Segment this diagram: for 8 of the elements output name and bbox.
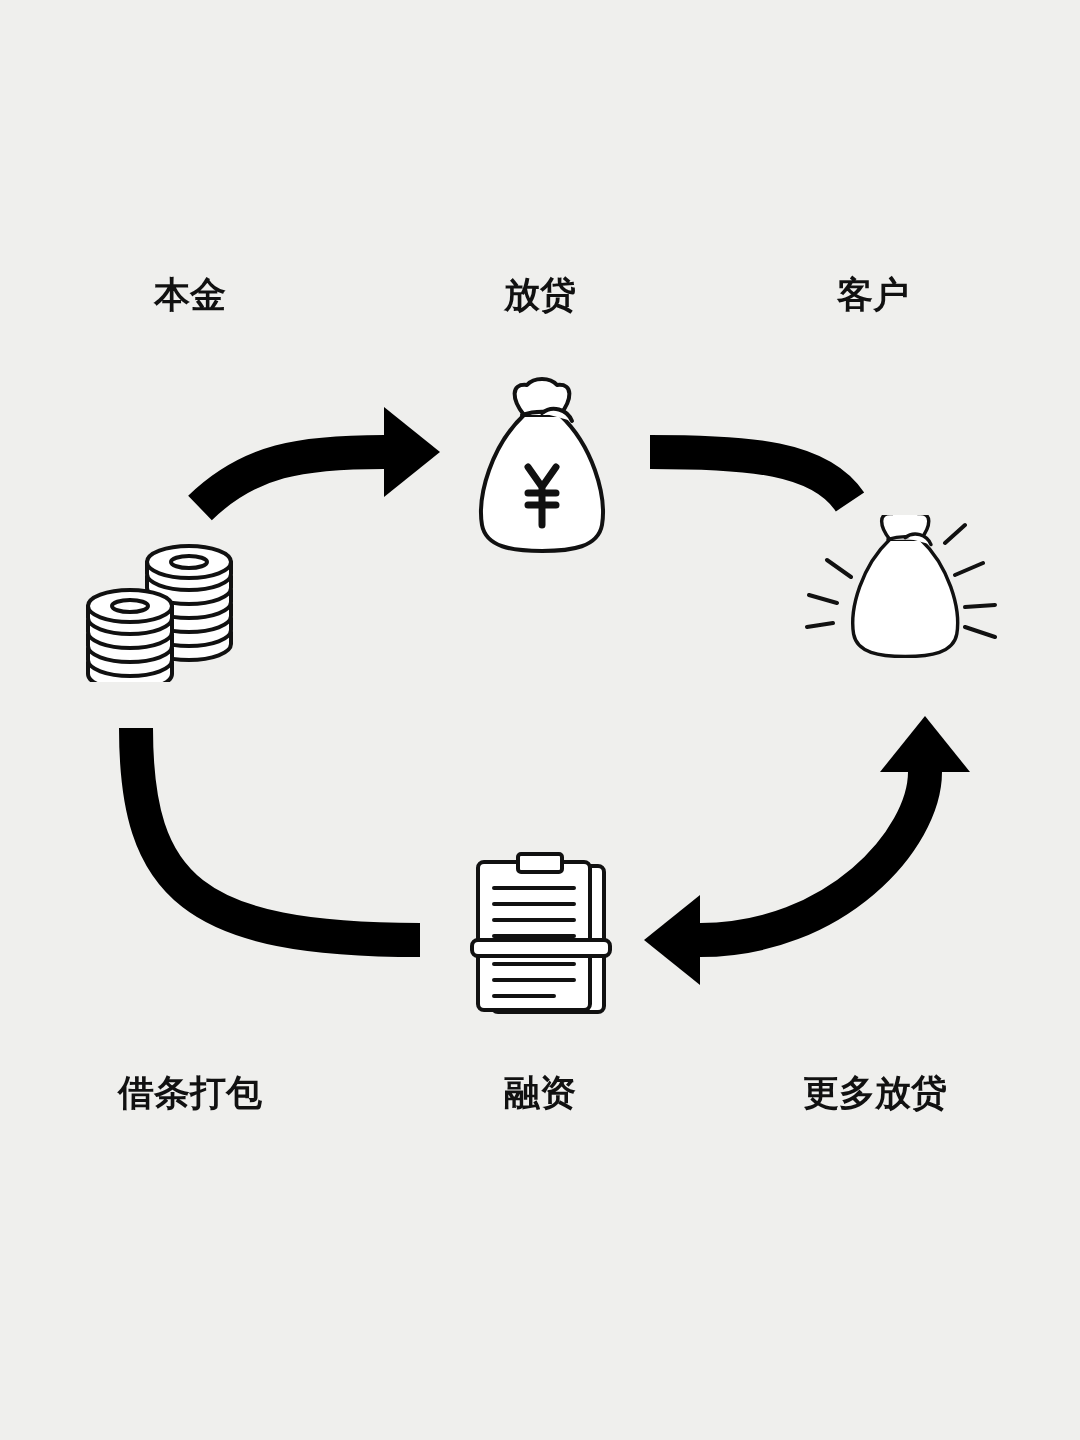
step-label: 本金 (154, 272, 226, 317)
step-label: 融资 (504, 1070, 576, 1115)
step-label: 放贷 (504, 272, 576, 317)
document-folder-icon (470, 852, 612, 1014)
step-label: 更多放贷 (803, 1070, 947, 1115)
arrow (644, 716, 970, 985)
step-label: 客户 (837, 272, 909, 317)
step-label: 借条打包 (118, 1070, 262, 1115)
